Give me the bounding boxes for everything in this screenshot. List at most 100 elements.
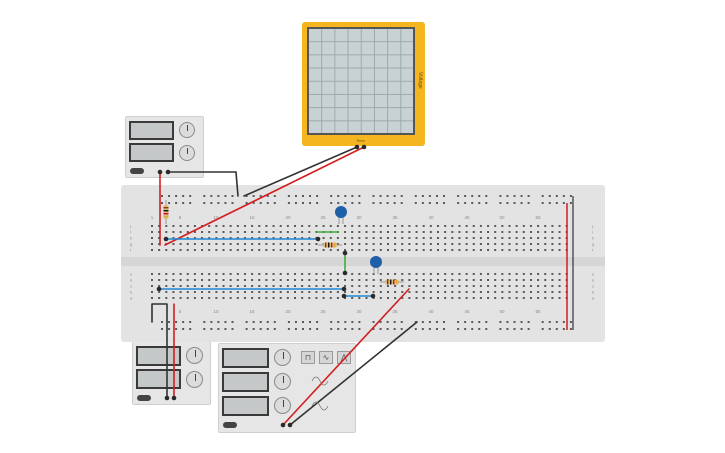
terminal-hole bbox=[515, 285, 518, 287]
bottom-rail-hole bbox=[506, 328, 509, 330]
current-knob[interactable] bbox=[179, 145, 195, 161]
top-rail-hole bbox=[428, 195, 431, 197]
voltage-knob[interactable] bbox=[179, 122, 195, 138]
bottom-rail-hole bbox=[182, 321, 185, 323]
terminal-hole bbox=[508, 249, 511, 251]
terminal-hole bbox=[186, 297, 189, 299]
terminal-hole bbox=[208, 279, 211, 281]
terminal-hole bbox=[344, 225, 347, 227]
terminal-hole bbox=[465, 279, 468, 281]
power-switch[interactable] bbox=[130, 168, 144, 174]
terminal-hole bbox=[437, 279, 439, 281]
terminal-hole bbox=[537, 291, 540, 293]
terminal-hole bbox=[479, 231, 482, 233]
top-rail-hole bbox=[168, 202, 171, 204]
terminal-hole bbox=[294, 249, 296, 251]
bottom-rail-hole bbox=[435, 321, 438, 323]
offset-knob[interactable] bbox=[274, 397, 291, 414]
terminal-hole bbox=[558, 297, 561, 299]
top-rail-hole bbox=[161, 195, 163, 197]
row-letter: e bbox=[592, 272, 595, 277]
terminal-hole bbox=[315, 249, 318, 251]
terminal-hole bbox=[429, 291, 432, 293]
bottom-rail-hole bbox=[485, 328, 488, 330]
terminal-hole bbox=[551, 243, 554, 245]
top-rail-hole bbox=[478, 195, 481, 197]
bottom-rail-hole bbox=[344, 321, 347, 323]
terminal-hole bbox=[372, 285, 375, 287]
capacitor-2 bbox=[370, 256, 382, 268]
terminal-hole bbox=[429, 237, 432, 239]
current-knob[interactable] bbox=[186, 371, 203, 388]
terminal-hole bbox=[301, 279, 304, 281]
sine-wave-button[interactable]: ∿ bbox=[319, 351, 333, 364]
terminal-hole bbox=[458, 249, 461, 251]
wire-psu-top-negative bbox=[167, 171, 239, 197]
terminal-hole bbox=[365, 225, 368, 227]
amplitude-knob[interactable] bbox=[274, 373, 291, 390]
terminal-hole bbox=[172, 249, 175, 251]
wire-endpoint bbox=[361, 144, 367, 150]
top-rail-hole bbox=[309, 202, 312, 204]
bottom-rail-hole bbox=[386, 328, 389, 330]
bottom-rail-hole bbox=[217, 328, 220, 330]
terminal-hole bbox=[236, 291, 239, 293]
power-supply-bottom[interactable] bbox=[132, 340, 211, 405]
column-number-bottom: 15 bbox=[249, 309, 255, 314]
terminal-hole bbox=[386, 243, 389, 245]
bottom-rail-hole bbox=[287, 328, 290, 330]
terminal-hole bbox=[286, 273, 289, 275]
terminal-hole bbox=[451, 237, 454, 239]
terminal-hole bbox=[379, 249, 382, 251]
terminal-hole bbox=[522, 297, 525, 299]
top-rail-hole bbox=[400, 195, 403, 197]
terminal-hole bbox=[279, 285, 282, 287]
wire-endpoint bbox=[370, 293, 376, 299]
terminal-hole bbox=[151, 297, 153, 299]
terminal-hole bbox=[386, 273, 389, 275]
terminal-hole bbox=[301, 285, 304, 287]
function-generator[interactable]: ⊓ ∿ ⋀ bbox=[218, 343, 356, 433]
terminal-hole bbox=[351, 297, 354, 299]
terminal-hole bbox=[415, 273, 418, 275]
terminal-hole bbox=[186, 237, 189, 239]
wire-endpoint bbox=[280, 422, 286, 428]
bottom-rail-hole bbox=[527, 328, 530, 330]
oscilloscope[interactable]: Voltage Time bbox=[302, 22, 425, 146]
terminal-hole bbox=[258, 249, 261, 251]
terminal-hole bbox=[279, 225, 282, 227]
bottom-rail-hole bbox=[252, 328, 255, 330]
terminal-hole bbox=[358, 231, 361, 233]
voltage-knob[interactable] bbox=[186, 347, 203, 364]
bottom-rail-hole bbox=[168, 328, 171, 330]
terminal-hole bbox=[372, 291, 375, 293]
terminal-hole bbox=[472, 297, 475, 299]
terminal-hole bbox=[487, 237, 490, 239]
bottom-rail-hole bbox=[287, 321, 290, 323]
terminal-hole bbox=[236, 243, 239, 245]
square-wave-icon: ⊓ bbox=[304, 353, 312, 362]
power-supply-top[interactable] bbox=[125, 116, 204, 178]
terminal-hole bbox=[151, 291, 153, 293]
square-wave-button[interactable]: ⊓ bbox=[301, 351, 315, 364]
terminal-hole bbox=[429, 297, 432, 299]
terminal-hole bbox=[193, 297, 196, 299]
bottom-rail-hole bbox=[379, 328, 382, 330]
power-switch[interactable] bbox=[223, 422, 237, 428]
terminal-hole bbox=[201, 273, 204, 275]
terminal-hole bbox=[151, 243, 153, 245]
terminal-hole bbox=[294, 231, 296, 233]
column-number-top: 50 bbox=[499, 215, 505, 220]
terminal-hole bbox=[236, 225, 239, 227]
power-switch[interactable] bbox=[137, 395, 151, 401]
resistor-output-band bbox=[387, 279, 389, 285]
terminal-hole bbox=[472, 243, 475, 245]
top-rail-hole bbox=[224, 202, 227, 204]
frequency-knob[interactable] bbox=[274, 349, 291, 366]
top-rail-hole bbox=[555, 195, 558, 197]
terminal-hole bbox=[186, 225, 189, 227]
bottom-rail-hole bbox=[351, 321, 354, 323]
terminal-hole bbox=[487, 225, 490, 227]
row-letter: f bbox=[592, 248, 594, 253]
